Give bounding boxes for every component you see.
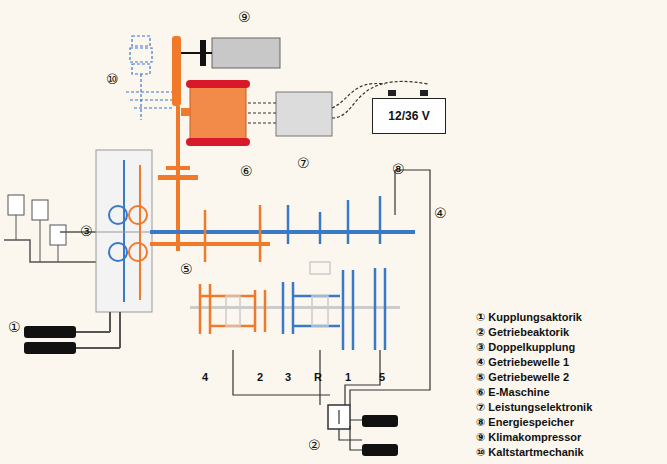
callout-number: ⑩	[106, 72, 119, 86]
cold-start-mechanism	[126, 36, 172, 120]
shift-linkage	[233, 170, 430, 450]
legend-entry: ③ Doppelkupplung	[476, 342, 575, 353]
gear-label: 2	[257, 372, 263, 383]
legend-entry: ② Getriebeaktorik	[476, 327, 569, 338]
power-electronics	[276, 92, 332, 136]
callout-number: ④	[434, 206, 447, 220]
clutch-actuators	[24, 312, 120, 354]
pulley	[172, 36, 181, 106]
battery-voltage: 12/36 V	[388, 109, 429, 123]
shaft-1	[150, 230, 415, 234]
legend-entry: ⑨ Klimakompressor	[476, 432, 581, 443]
dual-clutch	[96, 150, 152, 312]
callout-number: ⑦	[297, 156, 310, 170]
gear-label: R	[314, 372, 322, 383]
callout-number: ⑧	[392, 162, 405, 176]
legend-entry: ⑤ Getriebewelle 2	[476, 372, 569, 383]
legend-entry: ④ Getriebewelle 1	[476, 357, 569, 368]
legend-entry: ⑧ Energiespeicher	[476, 417, 574, 428]
compressor-body	[212, 38, 280, 68]
gear-label: 5	[379, 372, 385, 383]
engine	[4, 195, 96, 262]
e-machine	[190, 86, 246, 140]
legend-entry: ⑦ Leistungselektronik	[476, 402, 592, 413]
legend-entry: ① Kupplungsaktorik	[476, 312, 582, 323]
gear-label: 4	[202, 372, 208, 383]
callout-number: ③	[80, 224, 93, 238]
callout-number: ⑨	[238, 10, 251, 24]
legend-entry: ⑥ E-Maschine	[476, 387, 550, 398]
callout-number: ②	[308, 438, 321, 452]
callout-number: ⑤	[180, 262, 193, 276]
gears	[200, 196, 385, 350]
battery-box: 12/36 V	[372, 98, 446, 134]
gear-label: 3	[285, 372, 291, 383]
countershaft	[190, 306, 400, 309]
callout-number: ①	[8, 320, 21, 334]
callout-number: ⑥	[240, 164, 253, 178]
legend-entry: ⑩ Kaltstartmechanik	[476, 447, 584, 458]
shaft-2	[150, 242, 270, 246]
gear-label: 1	[345, 372, 351, 383]
